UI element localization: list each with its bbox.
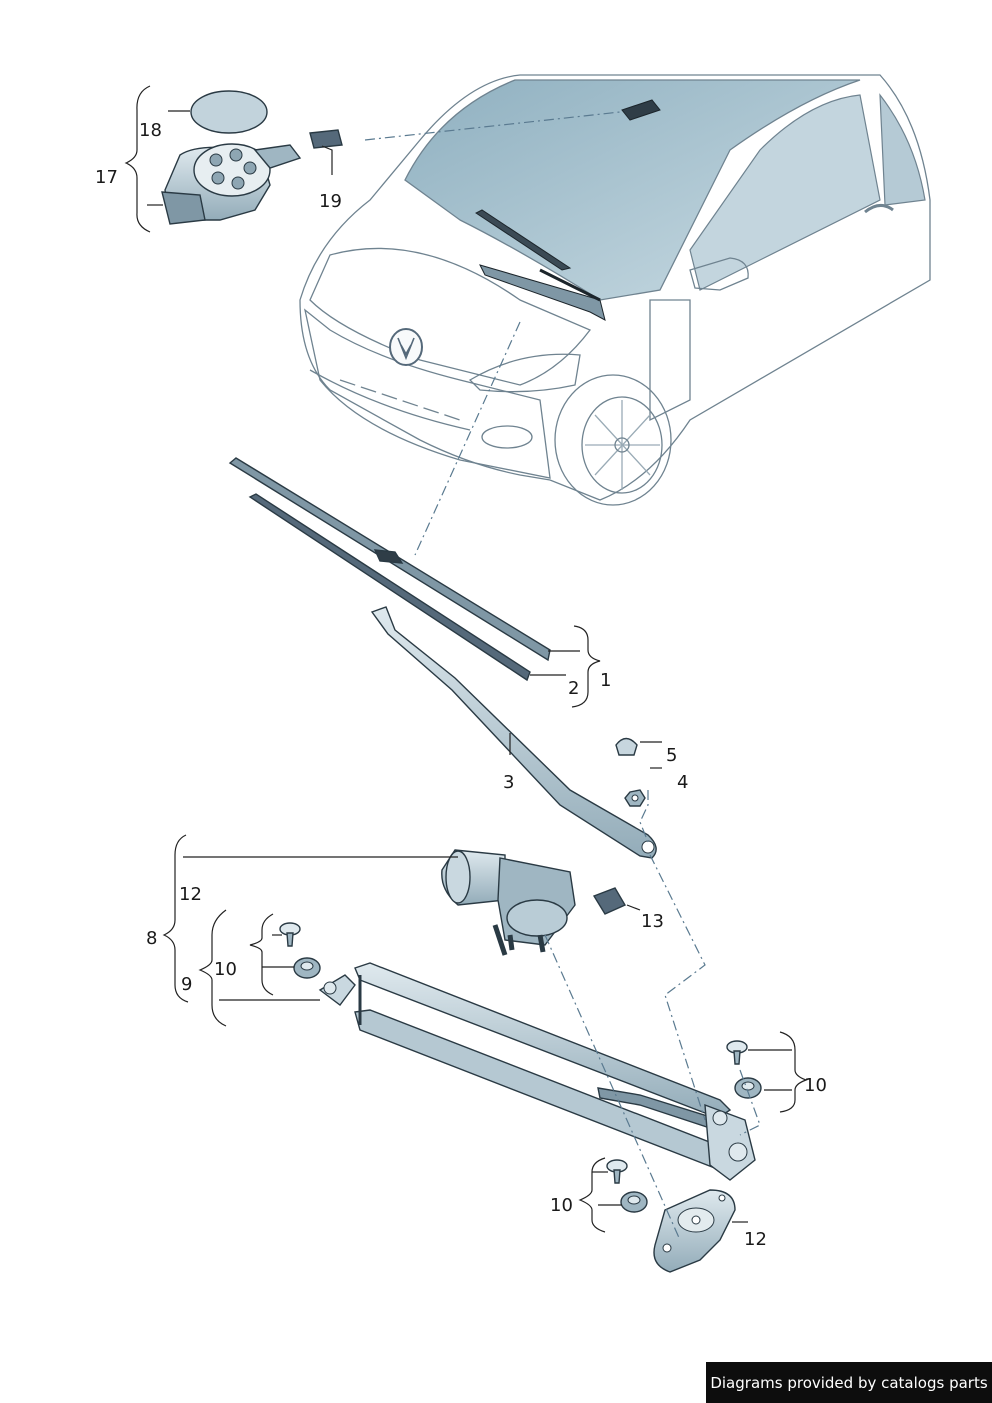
bolt-lower [606, 1159, 628, 1184]
callout-10-lower: 10 [550, 1195, 573, 1216]
wiper-motor [441, 849, 576, 956]
hex-nut [624, 789, 646, 807]
motor-mounting-plate [653, 1189, 736, 1273]
callout-10-right: 10 [804, 1075, 827, 1096]
wiper-blade [228, 457, 551, 662]
callout-labels: 1 2 3 4 5 8 9 10 10 10 12 12 13 17 18 19 [95, 120, 827, 1250]
callout-18: 18 [139, 120, 162, 141]
callout-13: 13 [641, 911, 664, 932]
rain-sensor [161, 143, 302, 225]
callout-17: 17 [95, 167, 118, 188]
windshield [404, 79, 861, 301]
callout-9: 9 [181, 974, 192, 995]
bushing-right [734, 1077, 762, 1099]
callout-12-motor: 12 [179, 884, 202, 905]
callout-3: 3 [503, 772, 514, 793]
car-body-illustration [299, 74, 931, 506]
credit-text: Diagrams provided by catalogs parts [710, 1373, 988, 1392]
rain-sensor-assembly [161, 90, 343, 225]
callout-19: 19 [319, 191, 342, 212]
wiper-blade-insert [248, 493, 531, 682]
callout-2: 2 [568, 678, 579, 699]
rain-sensor-mount [621, 99, 661, 121]
side-mirror [689, 257, 749, 291]
callout-1: 1 [600, 670, 611, 691]
bushing-left [293, 957, 321, 979]
assembly-lines [364, 111, 761, 1241]
wiper-linkage-frame [318, 962, 756, 1181]
leader-lines [124, 85, 808, 1233]
callout-8: 8 [146, 928, 157, 949]
callout-12-plate: 12 [744, 1229, 767, 1250]
credit-banner: Diagrams provided by catalogs parts [706, 1362, 992, 1403]
door-handle [864, 204, 894, 214]
motor-connector [592, 887, 626, 915]
callout-5: 5 [666, 745, 677, 766]
sensor-gel-pad [190, 90, 268, 134]
side-window [689, 94, 881, 291]
bolt-left [279, 922, 301, 947]
callout-4: 4 [677, 772, 688, 793]
installed-wiper [475, 209, 606, 321]
bolt-right [726, 1040, 748, 1065]
sensor-connector [309, 129, 343, 149]
callout-10-left: 10 [214, 959, 237, 980]
cover-cap [615, 737, 638, 756]
wiper-arm [370, 606, 657, 859]
front-wheel [554, 374, 672, 506]
bushing-lower [620, 1191, 648, 1213]
